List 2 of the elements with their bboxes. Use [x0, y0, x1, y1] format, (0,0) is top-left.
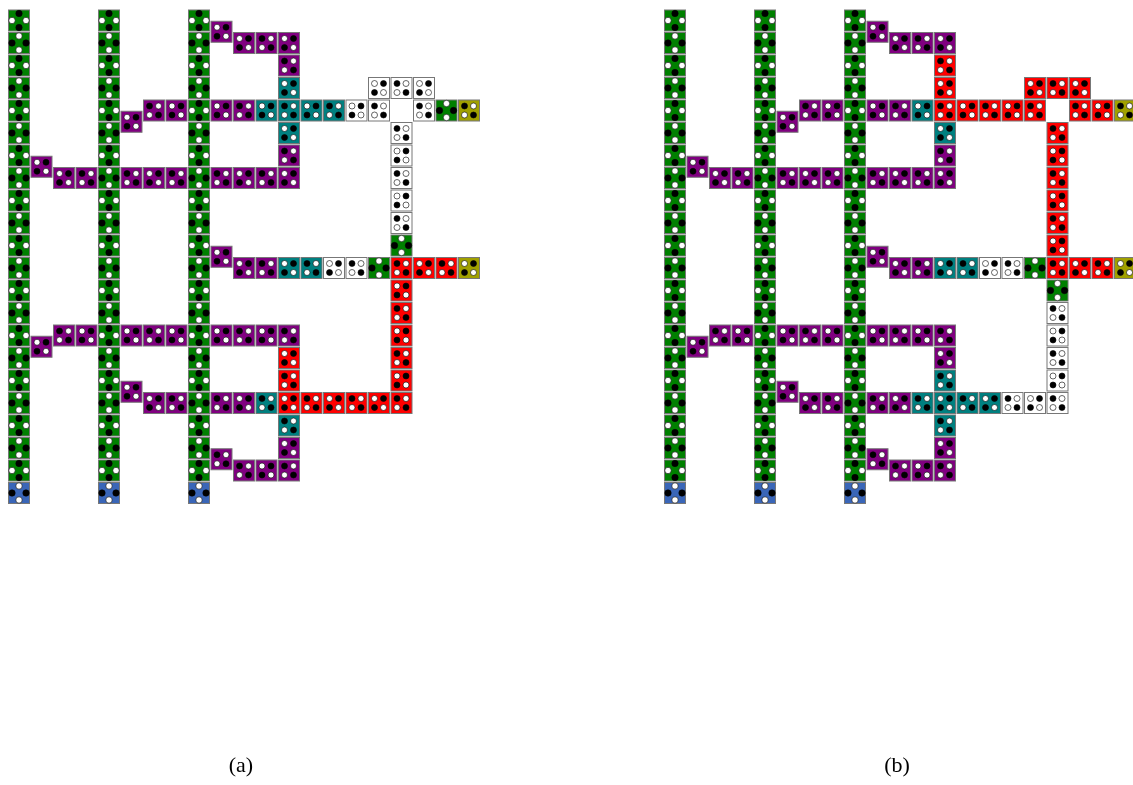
panel-label: (a) [227, 752, 255, 778]
panel-label: (b) [883, 752, 911, 778]
